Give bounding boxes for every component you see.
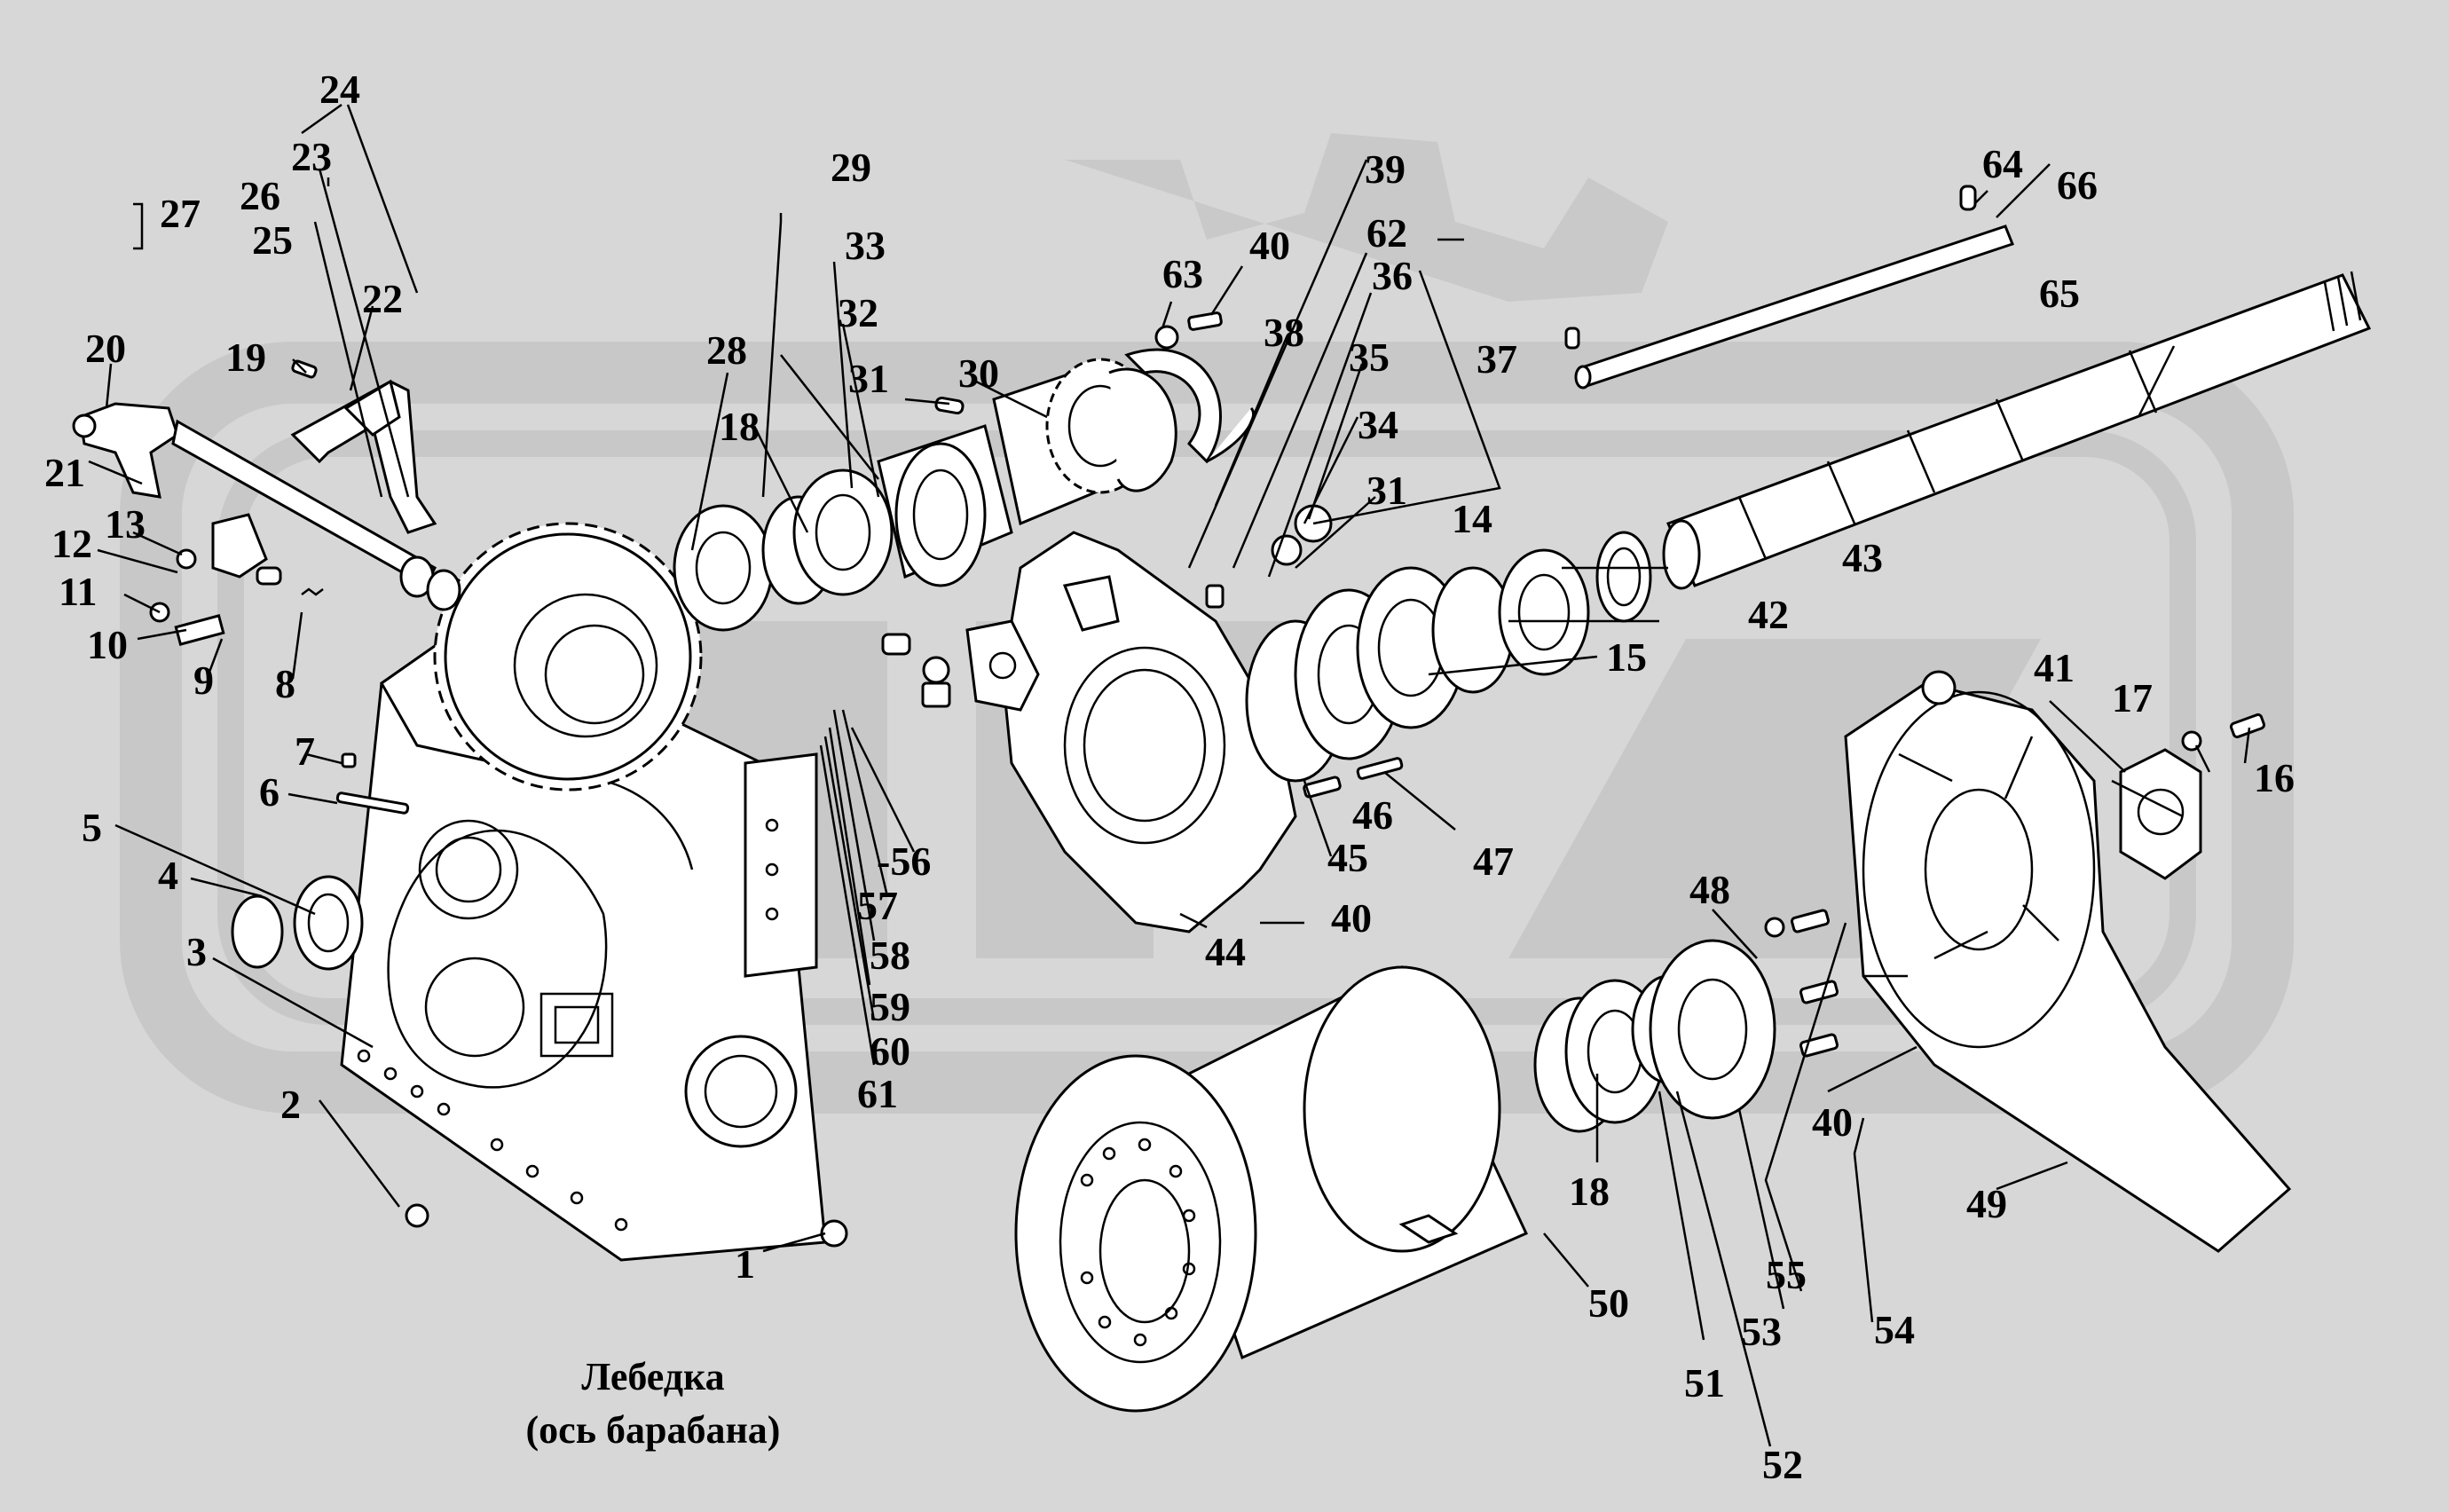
- label-43: 43: [1842, 535, 1883, 580]
- large-spur-gear: [433, 522, 703, 791]
- label-31a: 31: [848, 356, 889, 401]
- label-16: 16: [2254, 755, 2295, 800]
- label-4: 4: [158, 853, 178, 898]
- label-34: 34: [1358, 402, 1398, 447]
- gear-housing: [340, 619, 827, 1262]
- label-40c: 40: [1812, 1099, 1853, 1145]
- label-21: 21: [44, 450, 85, 495]
- label-28: 28: [706, 327, 747, 373]
- bearing-stack-left: [673, 424, 1013, 632]
- diagram-caption: Лебедка (ось барабана): [526, 1355, 781, 1452]
- label-18a: 18: [719, 404, 760, 449]
- label-15: 15: [1606, 634, 1647, 680]
- label-50: 50: [1588, 1280, 1629, 1326]
- label-13: 13: [105, 501, 146, 547]
- label-26: 26: [240, 173, 280, 218]
- label-64: 64: [1982, 141, 2023, 186]
- shift-fork-assembly: [72, 359, 461, 646]
- label-36: 36: [1372, 253, 1413, 298]
- label-25: 25: [252, 217, 293, 263]
- label-9: 9: [193, 658, 214, 703]
- label-7: 7: [295, 728, 315, 774]
- label-46: 46: [1352, 792, 1393, 838]
- label-62: 62: [1366, 210, 1407, 256]
- label-5: 5: [82, 805, 102, 850]
- label-63: 63: [1162, 251, 1203, 296]
- label-23: 23: [291, 134, 332, 179]
- label-2: 2: [280, 1082, 301, 1127]
- label-41: 41: [2034, 645, 2075, 690]
- label-53: 53: [1741, 1309, 1782, 1354]
- label-11: 11: [59, 569, 97, 614]
- label-22: 22: [362, 276, 403, 321]
- label-49: 49: [1966, 1181, 2007, 1226]
- drum-axle-shaft: [1662, 271, 2372, 590]
- clutch-hub: [934, 311, 1255, 526]
- label-17: 17: [2112, 675, 2153, 721]
- label-45: 45: [1327, 835, 1368, 880]
- label-65: 65: [2039, 271, 2080, 316]
- label-39: 39: [1365, 146, 1406, 192]
- label-3: 3: [186, 929, 207, 974]
- label-47: 47: [1473, 839, 1514, 884]
- label-19: 19: [225, 335, 266, 380]
- lock-rod: [1564, 185, 2014, 390]
- label-6: 6: [259, 769, 280, 815]
- label-66: 66: [2057, 162, 2098, 208]
- part-labels: 1 2 3 4 5 6 7 8 9 10 11 12 13 14 15 16 1…: [44, 67, 2295, 1487]
- label-55: 55: [1766, 1252, 1807, 1297]
- label-57: 57: [857, 883, 898, 928]
- label-52: 52: [1762, 1442, 1803, 1487]
- label-35: 35: [1349, 335, 1390, 380]
- caption-title: Лебедка: [581, 1355, 724, 1398]
- label-54: 54: [1874, 1307, 1915, 1352]
- label-1: 1: [735, 1241, 755, 1287]
- side-cover-plate: [881, 504, 1333, 933]
- drum-support-bracket: [1844, 670, 2292, 1253]
- label-31b: 31: [1366, 468, 1407, 513]
- label-14: 14: [1452, 496, 1492, 541]
- label-12: 12: [51, 521, 92, 566]
- label-59: 59: [870, 984, 910, 1029]
- caption-subtitle: (ось барабана): [526, 1408, 781, 1452]
- shaft-bearings-right: [1245, 531, 1652, 799]
- label-40a: 40: [1249, 223, 1290, 268]
- label-20: 20: [85, 326, 126, 371]
- label-60: 60: [870, 1028, 910, 1074]
- leader-lines: [88, 103, 2251, 1447]
- label-8: 8: [275, 661, 295, 706]
- label-10: 10: [87, 622, 128, 667]
- label-40b: 40: [1331, 895, 1372, 941]
- label-27: 27: [160, 191, 201, 236]
- winch-drum: [1014, 965, 1529, 1413]
- label-18b: 18: [1569, 1169, 1610, 1214]
- label-33: 33: [845, 223, 886, 268]
- label-61: 61: [857, 1071, 898, 1116]
- label-37: 37: [1476, 336, 1517, 382]
- label-29: 29: [831, 145, 871, 190]
- label-30: 30: [958, 350, 999, 396]
- label-42: 42: [1748, 592, 1789, 637]
- drum-bearing-stack: [1533, 909, 1839, 1133]
- label-38: 38: [1264, 310, 1304, 355]
- label-32: 32: [838, 290, 878, 335]
- label-58: 58: [870, 933, 910, 978]
- label-24: 24: [319, 67, 360, 112]
- label-56: -56: [877, 839, 931, 884]
- label-44: 44: [1205, 929, 1246, 974]
- label-48: 48: [1689, 867, 1730, 912]
- label-51: 51: [1684, 1360, 1725, 1406]
